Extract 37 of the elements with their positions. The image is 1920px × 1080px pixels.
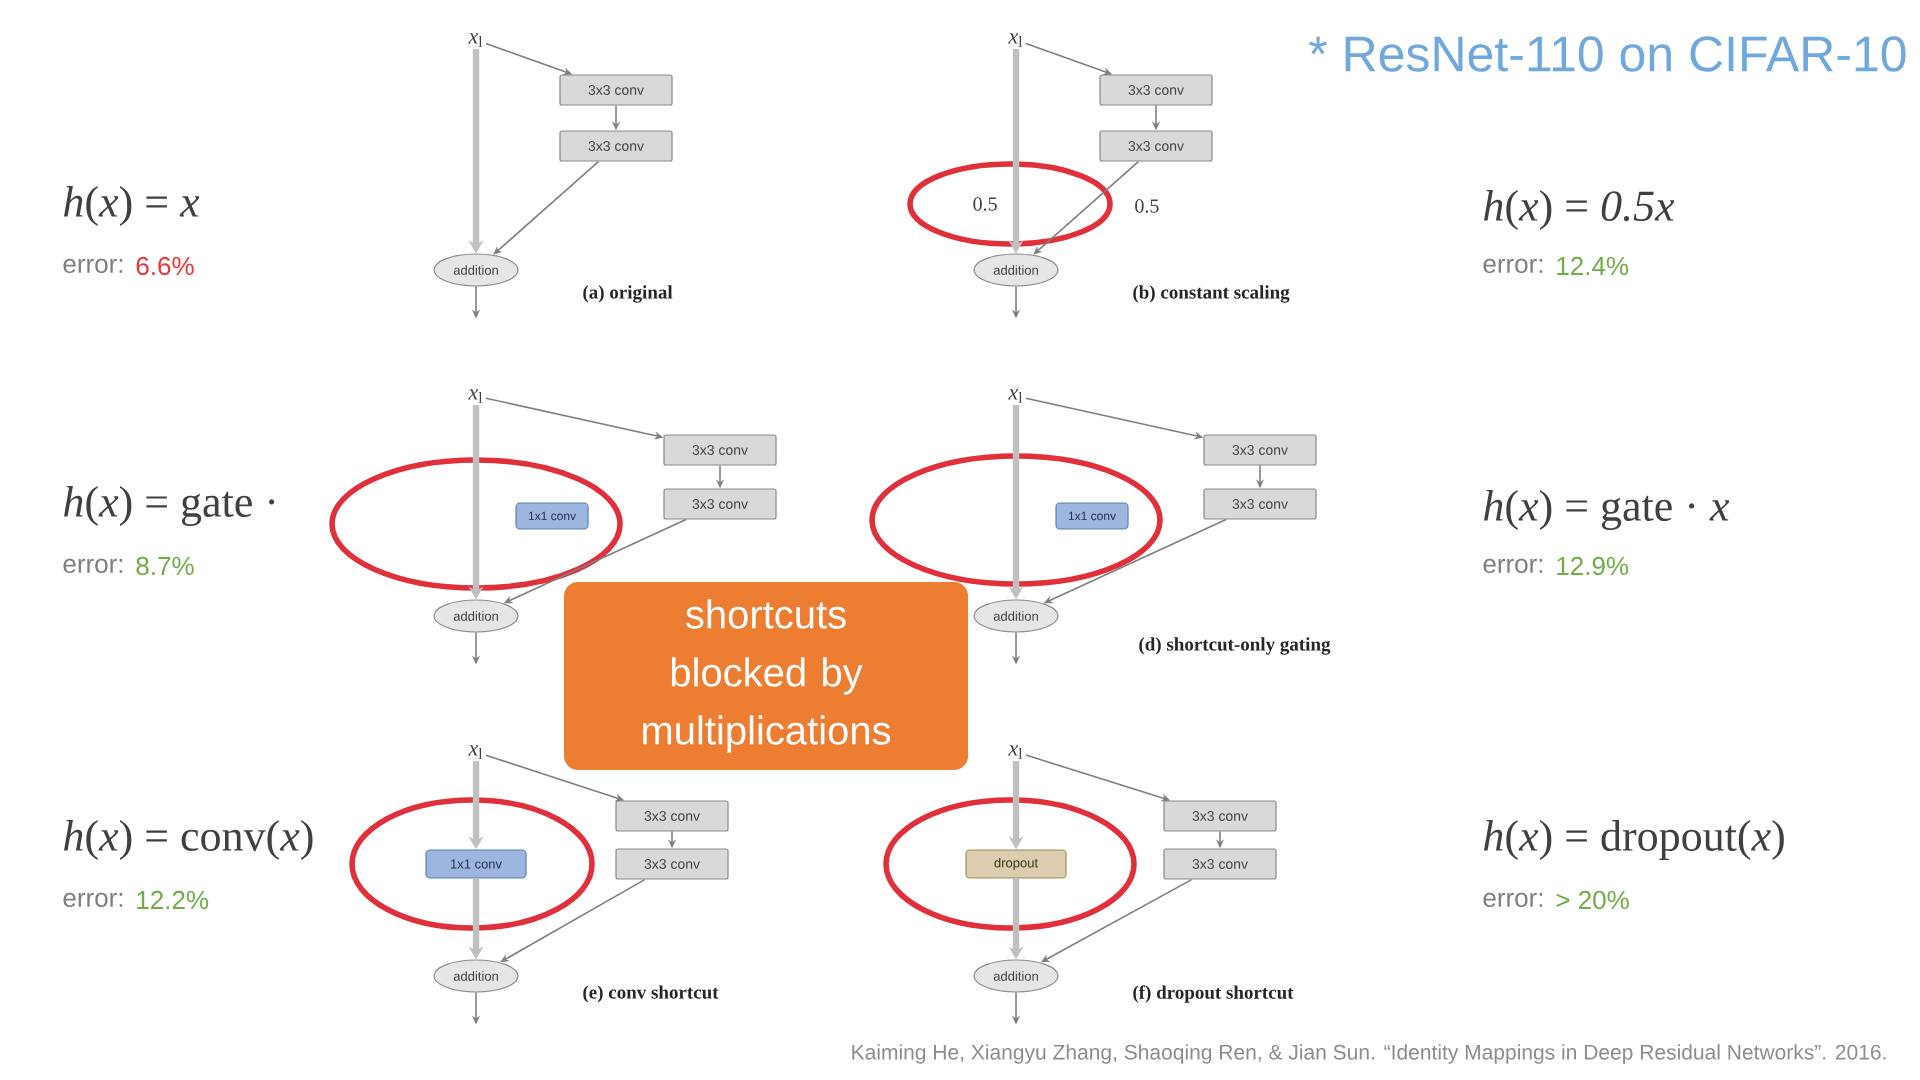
arrow (493, 160, 600, 255)
panel-caption: (f) dropout shortcut (1133, 985, 1294, 1003)
formula-text: h(x) = dropout(x) (1484, 820, 1784, 860)
formula-text: h(x) = conv(x) (64, 820, 313, 860)
panel-caption: (d) shortcut-only gating (1139, 637, 1331, 655)
note-text: * ResNet-110 on CIFAR-10 (1309, 36, 1906, 72)
input-label: x$_{l}$ (468, 389, 483, 403)
input-label: x$_{l}$ (1008, 33, 1023, 47)
panel-caption: (e) conv shortcut (583, 985, 719, 1003)
input-label: x$_{l}$ (468, 745, 483, 759)
input-label: x$_{l}$ (468, 33, 483, 47)
error-label: error: (1483, 258, 1543, 274)
error-value: 12.9% (1557, 556, 1629, 576)
multiplier-label: 0.5 (1135, 199, 1159, 213)
citation-text: Kaiming He, Xiangyu Zhang, Shaoqing Ren, & Jian Sun. “Identity Mappings in Deep Residual Networks”. 2016. (852, 1044, 1886, 1064)
error-value: 12.2% (137, 890, 209, 910)
error-label: error: (1483, 892, 1543, 908)
formula-text: h(x) = gate · (64, 486, 275, 526)
formula-text: h(x) = 0.5x (1484, 190, 1675, 230)
panel-caption: (a) original (583, 285, 673, 303)
input-label: x$_{l}$ (1008, 389, 1023, 403)
formula-text: h(x) = gate · x (1484, 490, 1730, 530)
panel-caption: (b) constant scaling (1133, 285, 1290, 303)
error-value: > 20% (1556, 890, 1629, 910)
arrow (1033, 160, 1140, 255)
error-label: error: (1483, 558, 1543, 574)
error-label: error: (63, 892, 123, 908)
multiplier-label: 0.5 (973, 197, 997, 211)
arrow (500, 878, 646, 963)
error-label: error: (63, 258, 123, 274)
callout-box: shortcuts blocked by multiplications (564, 582, 968, 770)
error-value: 8.7% (136, 556, 194, 576)
error-label: error: (63, 558, 123, 574)
input-label: x$_{l}$ (1008, 745, 1023, 759)
error-value: 6.6% (136, 256, 194, 276)
error-value: 12.4% (1557, 256, 1629, 276)
formula-text: h(x) = x (64, 186, 200, 226)
